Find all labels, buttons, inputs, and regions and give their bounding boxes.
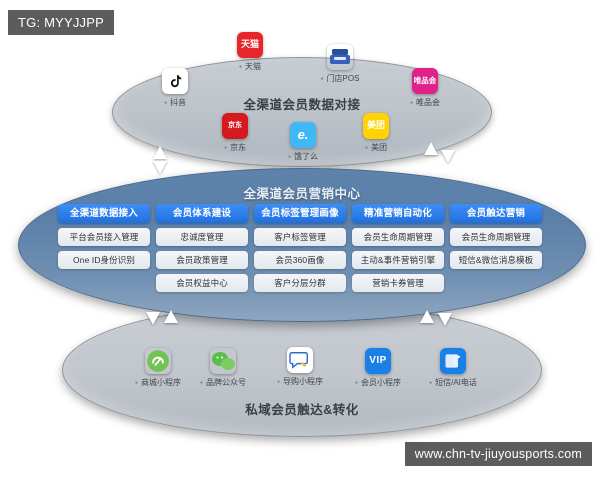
douyin-icon: [162, 68, 188, 94]
bottom-layer-title: 私域会员触达&转化: [245, 403, 359, 417]
capability-item[interactable]: 会员政策管理: [156, 251, 248, 269]
capability-item[interactable]: 平台会员接入管理: [58, 228, 150, 246]
capability-item[interactable]: 会员360画像: [254, 251, 346, 269]
vipcom-glyph: 唯品会: [413, 76, 437, 86]
meituan-glyph: 美团: [366, 120, 385, 131]
channel-node-douyin[interactable]: 抖音: [143, 68, 207, 108]
pos-icon: [327, 44, 353, 70]
touchpoint-label: 会员小程序: [346, 377, 410, 388]
jd-icon: 京东: [222, 113, 248, 139]
touchpoint-node-guide-miniprogram[interactable]: 导购小程序: [268, 347, 332, 387]
capability-item[interactable]: 忠诚度管理: [156, 228, 248, 246]
touchpoint-label: 短信/AI电话: [421, 377, 485, 388]
channel-label: 唯品会: [393, 97, 457, 108]
column-header[interactable]: 会员标签管理画像: [254, 204, 346, 223]
channel-node-pos[interactable]: 门店POS: [308, 44, 372, 84]
arrow-down-left-bottom: [146, 312, 160, 325]
sms-ai-call-icon: [440, 348, 466, 374]
eleme-icon: e.: [290, 122, 316, 148]
touchpoint-node-sms-ai-call[interactable]: 短信/AI电话: [421, 348, 485, 388]
arrow-up-left-top: [153, 146, 167, 159]
mini-program-icon: [145, 348, 171, 374]
arrow-up-right-top: [424, 142, 438, 155]
vip-badge-icon: VIP: [365, 348, 391, 374]
capability-item[interactable]: One ID身份识别: [58, 251, 150, 269]
capability-column-4: 会员触达营销 会员生命周期管理 短信&微信消息模板: [450, 204, 542, 292]
column-header[interactable]: 精准营销自动化: [352, 204, 444, 223]
touchpoint-label: 商城小程序: [126, 377, 190, 388]
wechat-icon: [210, 348, 236, 374]
capability-item[interactable]: 客户标签管理: [254, 228, 346, 246]
capability-item[interactable]: 客户分层分群: [254, 274, 346, 292]
channel-node-vipcom[interactable]: 唯品会 唯品会: [393, 68, 457, 108]
channel-node-eleme[interactable]: e. 饿了么: [271, 122, 335, 162]
touchpoint-label: 品牌公众号: [191, 377, 255, 388]
arrow-down-right-top: [441, 150, 455, 163]
touchpoint-node-brand-official-account[interactable]: 品牌公众号: [191, 348, 255, 388]
capability-item[interactable]: 会员生命周期管理: [450, 228, 542, 246]
vip-glyph: VIP: [369, 354, 387, 366]
channel-label: 饿了么: [271, 151, 335, 162]
channel-node-jd[interactable]: 京东 京东: [203, 113, 267, 153]
channel-label: 天猫: [218, 61, 282, 72]
channel-label: 抖音: [143, 97, 207, 108]
capability-item[interactable]: 会员权益中心: [156, 274, 248, 292]
column-header[interactable]: 会员体系建设: [156, 204, 248, 223]
capability-item[interactable]: 主动&事件营销引擎: [352, 251, 444, 269]
touchpoint-label: 导购小程序: [268, 376, 332, 387]
meituan-icon: 美团: [363, 113, 389, 139]
channel-label: 美团: [344, 142, 408, 153]
channel-node-tmall[interactable]: 天猫 天猫: [218, 32, 282, 72]
arrow-down-right-bottom: [438, 313, 452, 326]
capability-item[interactable]: 短信&微信消息模板: [450, 251, 542, 269]
arrow-up-left-bottom: [164, 310, 178, 323]
watermark-bottom-right: www.chn-tv-jiuyousports.com: [404, 442, 592, 466]
channel-node-meituan[interactable]: 美团 美团: [344, 113, 408, 153]
guide-chat-icon: [287, 347, 313, 373]
capability-column-2: 会员标签管理画像 客户标签管理 会员360画像 客户分层分群: [254, 204, 346, 292]
channel-label: 京东: [203, 142, 267, 153]
top-layer-title: 全渠道会员数据对接: [243, 98, 361, 112]
watermark-top-left: TG: MYYJJPP: [8, 10, 114, 35]
column-header[interactable]: 会员触达营销: [450, 204, 542, 223]
capability-column-0: 全渠道数据接入 平台会员接入管理 One ID身份识别: [58, 204, 150, 292]
arrow-down-left-top: [153, 161, 167, 174]
touchpoint-node-mall-miniprogram[interactable]: 商城小程序: [126, 348, 190, 388]
vipcom-icon: 唯品会: [412, 68, 438, 94]
channel-label: 门店POS: [308, 73, 372, 84]
column-header[interactable]: 全渠道数据接入: [58, 204, 150, 223]
eleme-glyph: e.: [297, 127, 309, 143]
tmall-glyph: 天猫: [240, 39, 259, 50]
jd-glyph: 京东: [228, 122, 242, 130]
capability-item[interactable]: 会员生命周期管理: [352, 228, 444, 246]
touchpoint-node-member-miniprogram[interactable]: VIP 会员小程序: [346, 348, 410, 388]
capability-column-3: 精准营销自动化 会员生命周期管理 主动&事件营销引擎 营销卡券管理: [352, 204, 444, 292]
middle-layer-title: 全渠道会员营销中心: [243, 187, 361, 201]
capability-column-1: 会员体系建设 忠诚度管理 会员政策管理 会员权益中心: [156, 204, 248, 292]
capability-item[interactable]: 营销卡券管理: [352, 274, 444, 292]
tmall-icon: 天猫: [237, 32, 263, 58]
capability-grid: 全渠道数据接入 平台会员接入管理 One ID身份识别 会员体系建设 忠诚度管理…: [58, 204, 542, 292]
arrow-up-right-bottom: [420, 310, 434, 323]
